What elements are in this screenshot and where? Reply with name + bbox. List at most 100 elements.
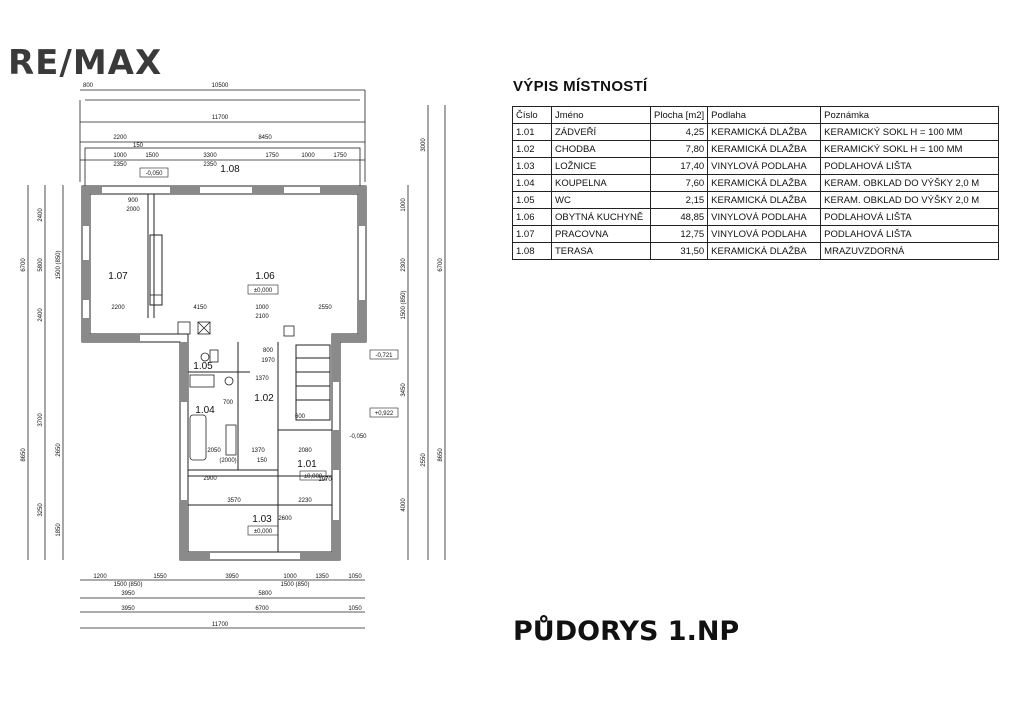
table-cell: PODLAHOVÁ LIŠTA xyxy=(820,208,999,226)
table-cell: 1.05 xyxy=(512,191,552,209)
table-cell: KERAMICKÁ DLAŽBA xyxy=(707,191,822,209)
dim-inner-19: 2050 xyxy=(207,448,221,454)
dim-inner-8: 3570 xyxy=(227,498,241,504)
dim-bottom-3: 1550 xyxy=(153,574,167,580)
dim-bottom-4: 3950 xyxy=(225,574,239,580)
dim-right-1: 6700 xyxy=(438,258,444,272)
dimension-lines xyxy=(27,89,446,629)
top-dimensions: 800 10500 11700 2200 8450 150 1000 1500 … xyxy=(83,83,347,168)
table-cell: LOŽNICE xyxy=(551,157,651,175)
table-cell: 12,75 xyxy=(649,225,709,243)
room-1-05-label: 1.05 xyxy=(193,361,213,372)
dim-inner-9: 2230 xyxy=(298,498,312,504)
table-cell: 1.01 xyxy=(512,123,552,141)
table-cell: KERAMICKÝ SOKL H = 100 MM xyxy=(820,123,999,141)
dim-right-8: 1000 xyxy=(401,198,407,212)
dim-bottom-13: 1050 xyxy=(348,606,362,612)
dim-inner-14: 2000 xyxy=(126,207,140,213)
dim-inner-15: 800 xyxy=(263,348,274,354)
inner-dimensions: 2200 4150 1000 2550 2100 1970 1370 3570 … xyxy=(111,198,332,522)
walls xyxy=(81,185,367,561)
room-list-table: Číslo Jméno Plocha [m2] Podlaha Poznámka… xyxy=(512,106,999,260)
header-cislo: Číslo xyxy=(512,106,552,124)
dim-inner-13: 900 xyxy=(128,198,139,204)
dim-top-7: 1000 xyxy=(113,153,127,159)
dim-inner-10: 2900 xyxy=(203,476,217,482)
dim-right-5: 4000 xyxy=(401,498,407,512)
table-cell: 7,80 xyxy=(649,140,709,158)
dim-inner-22: 600 xyxy=(295,414,306,420)
dim-bottom-1: 1200 xyxy=(93,574,107,580)
dim-inner-16: 700 xyxy=(223,400,234,406)
header-poznamka: Poznámka xyxy=(820,106,999,124)
dim-top-14: 2350 xyxy=(203,162,217,168)
room-1-06-label: 1.06 xyxy=(255,271,275,282)
dim-top-10: 1750 xyxy=(265,153,279,159)
level-1-08: -0,050 xyxy=(145,171,163,177)
remax-logo: RE/MAX xyxy=(8,43,161,82)
right-dimensions: 6700 8650 2300 3450 4000 2550 3000 1000 … xyxy=(401,138,444,512)
table-cell: 2,15 xyxy=(649,191,709,209)
dim-bottom-12: 6700 xyxy=(255,606,269,612)
table-cell: PODLAHOVÁ LIŠTA xyxy=(820,225,999,243)
dim-inner-21: 150 xyxy=(257,458,268,464)
header-podlaha: Podlaha xyxy=(707,106,822,124)
table-cell: VINYLOVÁ PODLAHA xyxy=(707,225,822,243)
table-cell: KERAMICKÁ DLAŽBA xyxy=(707,242,822,260)
table-cell: KOUPELNA xyxy=(551,174,651,192)
table-header-row: Číslo Jméno Plocha [m2] Podlaha Poznámka xyxy=(512,106,999,124)
table-cell: MRAZUVZDORNÁ xyxy=(820,242,999,260)
dim-bottom-9: 3950 xyxy=(121,591,135,597)
header-jmeno: Jméno xyxy=(551,106,651,124)
table-cell: 1.07 xyxy=(512,225,552,243)
table-cell: CHODBA xyxy=(551,140,651,158)
room-1-01-label: 1.01 xyxy=(297,459,317,470)
dim-right-2: 8650 xyxy=(438,448,444,462)
table-cell: VINYLOVÁ PODLAHA xyxy=(707,157,822,175)
interior-walls xyxy=(147,194,332,552)
table-cell: WC xyxy=(551,191,651,209)
table-cell: ZÁDVEŘÍ xyxy=(551,123,651,141)
dim-bottom-8: 1050 xyxy=(348,574,362,580)
table-cell: KERAMICKÁ DLAŽBA xyxy=(707,174,822,192)
dim-inner-18: 2600 xyxy=(278,516,292,522)
dim-right-3: 2300 xyxy=(401,258,407,272)
table-cell: 1.08 xyxy=(512,242,552,260)
table-cell: 7,60 xyxy=(649,174,709,192)
floor-plan: 1.06 1.07 1.08 1.05 1.04 1.02 1.01 1.03 … xyxy=(21,83,446,629)
table-cell: PRACOVNA xyxy=(551,225,651,243)
dim-left-2: 8650 xyxy=(21,448,27,462)
dim-bottom-7: 1350 xyxy=(315,574,329,580)
dim-right-7: 3000 xyxy=(421,138,427,152)
table-cell: KERAMICKÁ DLAŽBA xyxy=(707,140,822,158)
level-1-06: ±0,000 xyxy=(254,288,273,294)
table-cell: 1.06 xyxy=(512,208,552,226)
dim-left-1: 6700 xyxy=(21,258,27,272)
dim-top-4: 2200 xyxy=(113,135,127,141)
dim-inner-17: 1370 xyxy=(251,448,265,454)
level-markers: ±0,000 ±0,000 ±0,000 -0,050 -0,721 +0,92… xyxy=(139,167,399,536)
dim-inner-3: 1000 xyxy=(255,305,269,311)
dim-left-10: 1500 (850) xyxy=(56,250,62,279)
table-cell: 1.04 xyxy=(512,174,552,192)
table-cell: KERAM. OBKLAD DO VÝŠKY 2,0 M xyxy=(820,174,999,192)
dim-left-6: 3700 xyxy=(38,413,44,427)
dim-top-3: 11700 xyxy=(212,115,229,121)
room-1-08-label: 1.08 xyxy=(220,164,240,175)
dim-top-8: 1500 xyxy=(145,153,159,159)
table-cell: 17,40 xyxy=(649,157,709,175)
dim-inner-20: (2000) xyxy=(219,458,236,464)
dim-right-6: 2550 xyxy=(421,453,427,467)
dim-right-9: 1500 (850) xyxy=(401,290,407,319)
dim-left-8: 3250 xyxy=(38,503,44,517)
table-cell: 31,50 xyxy=(649,242,709,260)
dim-bottom-10: 5800 xyxy=(258,591,272,597)
header-plocha: Plocha [m2] xyxy=(649,106,709,124)
